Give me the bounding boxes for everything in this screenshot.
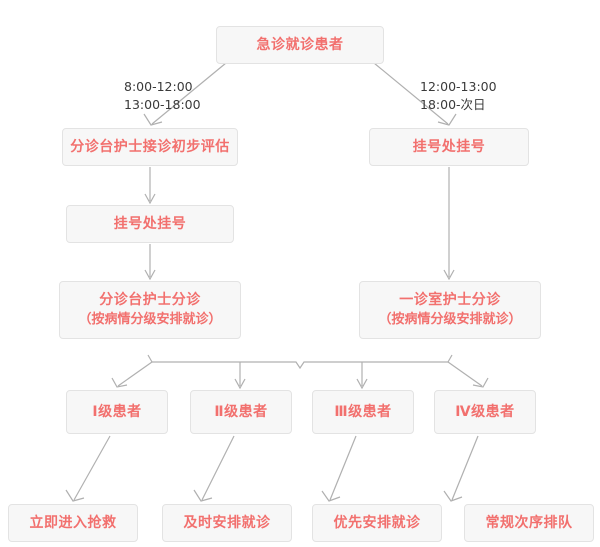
arrowhead-right-register-to-triage: [443, 269, 455, 281]
node-level-2-label: Ⅱ级患者: [214, 404, 268, 420]
node-left-triage-assess[interactable]: 分诊台护士接诊初步评估: [62, 128, 238, 166]
arrowhead-level-1-to-outcome-1: [65, 489, 85, 502]
node-root[interactable]: 急诊就诊患者: [216, 26, 384, 64]
node-level-3-label: Ⅲ级患者: [334, 404, 392, 420]
edge-bus-right-tail: [447, 354, 453, 363]
branch-label-left-line2: 13:00-18:00: [124, 97, 201, 112]
arrowhead-level-4-to-outcome-4: [443, 490, 463, 502]
node-level-4[interactable]: Ⅳ级患者: [434, 390, 536, 434]
node-left-triage-title: 分诊台护士分诊: [99, 292, 201, 308]
node-left-triage[interactable]: 分诊台护士分诊 （按病情分级安排就诊）: [59, 281, 241, 339]
arrowhead-level-3-to-outcome-3: [321, 490, 341, 502]
node-right-triage[interactable]: 一诊室护士分诊 （按病情分级安排就诊）: [359, 281, 541, 339]
arrowhead-bus-to-level-3: [356, 378, 368, 390]
edge-bus-to-level-4: [447, 361, 483, 387]
edge-bus-to-level-1: [117, 361, 153, 387]
edge-level-2-to-outcome-2: [201, 435, 235, 501]
arrowhead-level-2-to-outcome-2: [193, 489, 213, 502]
node-level-2[interactable]: Ⅱ级患者: [190, 390, 292, 434]
node-outcome-2-label: 及时安排就诊: [183, 515, 271, 531]
node-level-1[interactable]: Ⅰ级患者: [66, 390, 168, 434]
node-right-triage-sub: （按病情分级安排就诊）: [378, 312, 522, 327]
node-level-4-label: Ⅳ级患者: [455, 404, 515, 420]
branch-label-right-line2: 18:00-次日: [420, 97, 486, 112]
node-outcome-2[interactable]: 及时安排就诊: [162, 504, 292, 542]
arrowhead-left-register-to-triage: [144, 269, 156, 281]
edge-level-4-to-outcome-4: [451, 435, 479, 501]
arrowhead-root-to-right-register: [437, 113, 457, 126]
arrowhead-root-to-left-assess: [143, 113, 163, 126]
arrowhead-left-assess-to-register: [144, 193, 156, 205]
node-level-3[interactable]: Ⅲ级患者: [312, 390, 414, 434]
edge-level-3-to-outcome-3: [329, 435, 357, 501]
node-outcome-1[interactable]: 立即进入抢救: [8, 504, 138, 542]
branch-label-right-line1: 12:00-13:00: [420, 79, 497, 94]
arrowhead-bus-to-level-2: [234, 378, 246, 390]
node-outcome-4-label: 常规次序排队: [485, 515, 573, 531]
node-right-register-label: 挂号处挂号: [412, 139, 486, 155]
branch-label-right: 12:00-13:00 18:00-次日: [420, 78, 497, 114]
edge-level-1-to-outcome-1: [73, 435, 111, 501]
arrowhead-bus-to-level-1: [111, 377, 128, 388]
node-outcome-3-label: 优先安排就诊: [333, 515, 421, 531]
node-left-register[interactable]: 挂号处挂号: [66, 205, 234, 243]
node-left-triage-sub: （按病情分级安排就诊）: [78, 312, 222, 327]
node-outcome-3[interactable]: 优先安排就诊: [312, 504, 442, 542]
edge-bus-left-tail: [147, 354, 153, 363]
node-right-triage-title: 一诊室护士分诊: [399, 292, 501, 308]
branch-label-left-line1: 8:00-12:00: [124, 79, 193, 94]
node-outcome-1-label: 立即进入抢救: [29, 515, 117, 531]
node-root-label: 急诊就诊患者: [256, 37, 344, 53]
node-left-triage-assess-label: 分诊台护士接诊初步评估: [70, 139, 230, 155]
node-outcome-4[interactable]: 常规次序排队: [464, 504, 594, 542]
node-right-register[interactable]: 挂号处挂号: [369, 128, 529, 166]
arrowhead-bus-to-level-4: [472, 377, 489, 388]
edge-bus-horizontal: [152, 361, 448, 370]
node-left-register-label: 挂号处挂号: [113, 216, 187, 232]
branch-label-left: 8:00-12:00 13:00-18:00: [124, 78, 201, 114]
node-level-1-label: Ⅰ级患者: [92, 404, 142, 420]
